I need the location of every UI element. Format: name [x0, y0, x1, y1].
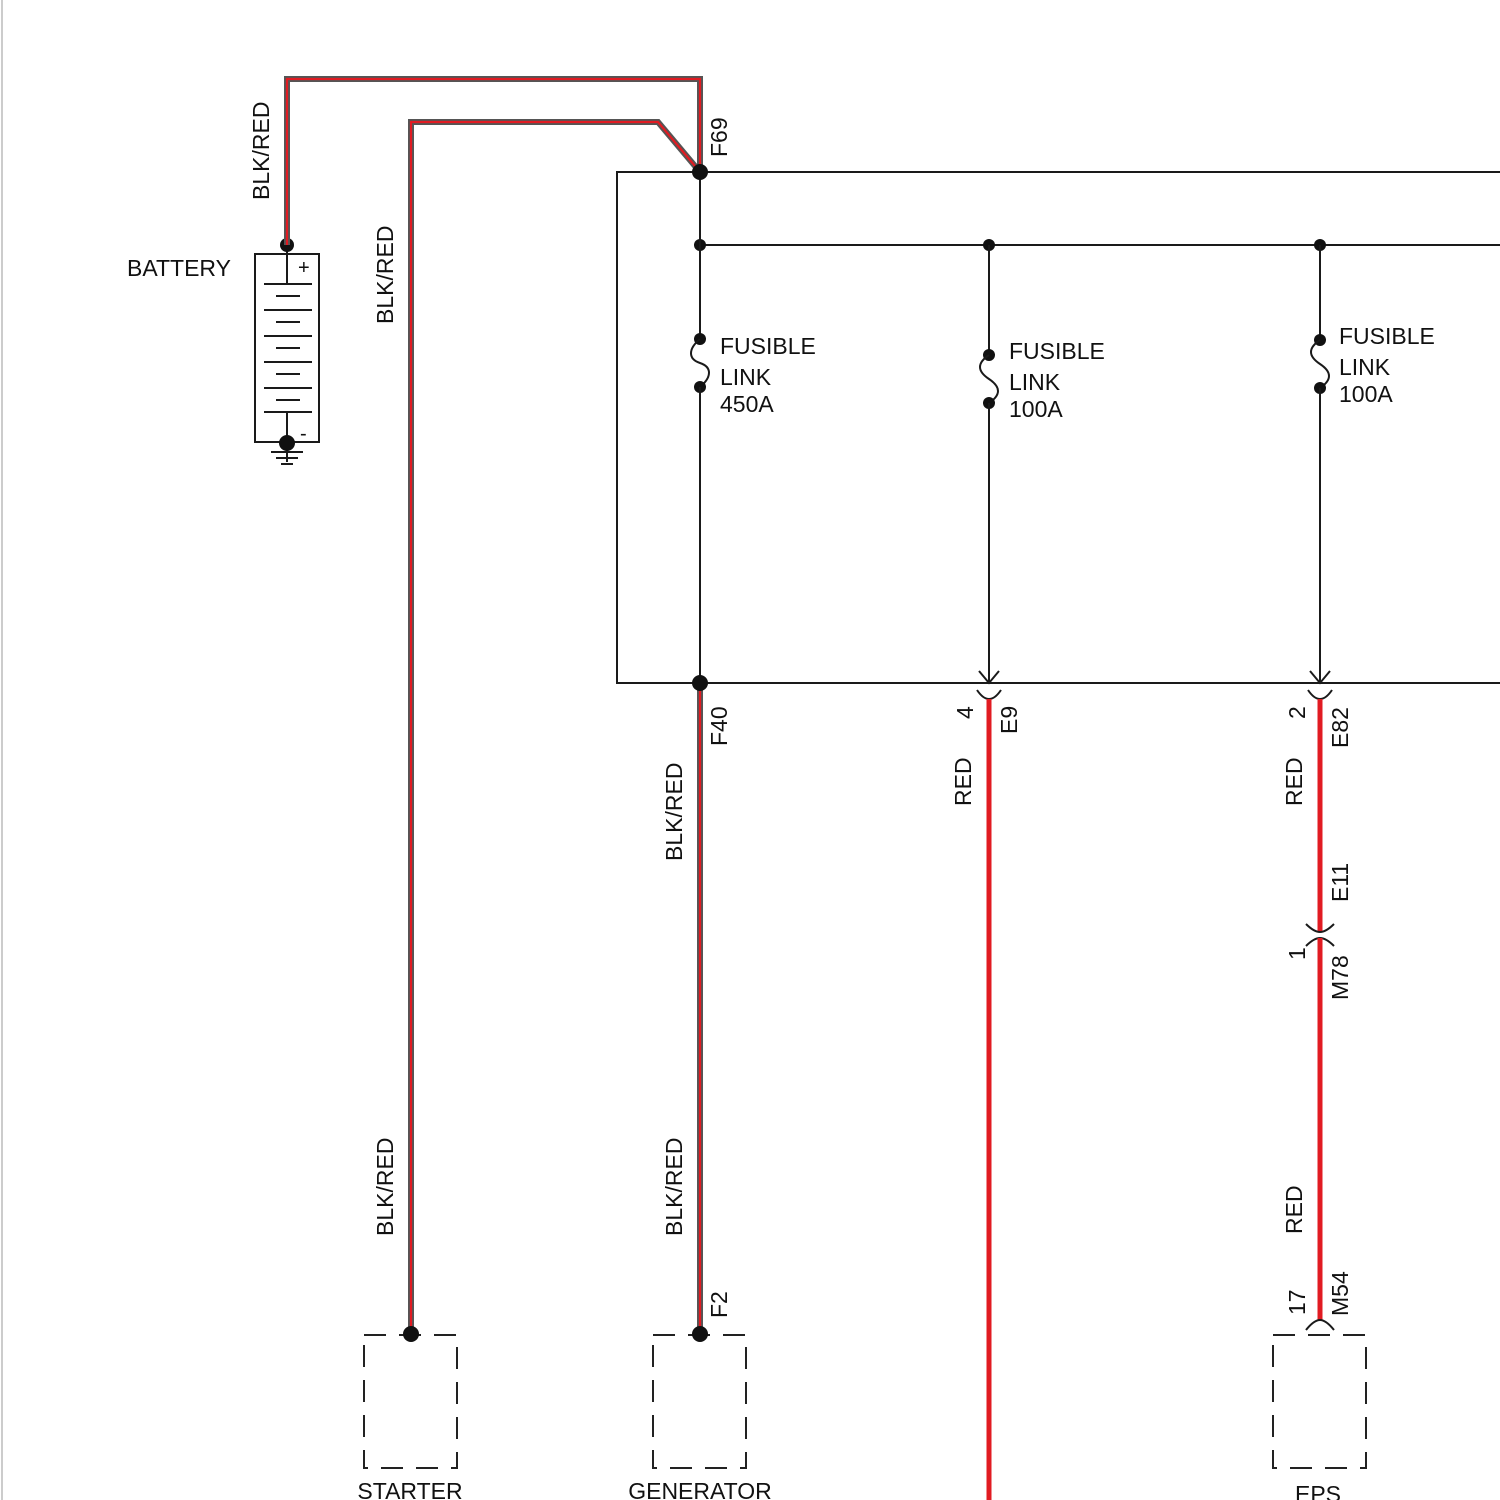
- e82-connector: [1308, 690, 1332, 699]
- e9-wire-color-label: RED: [950, 757, 976, 806]
- battery-label: BATTERY: [127, 255, 231, 281]
- f69-connector-label: F69: [706, 117, 732, 157]
- m54-connector-label: M54: [1327, 1271, 1353, 1316]
- fusible-link-100a-1: [979, 245, 999, 683]
- e82-connector-label: E82: [1327, 707, 1353, 748]
- fuse-2-line1: FUSIBLE: [1009, 338, 1105, 364]
- fuse-1-rating: 450A: [720, 391, 774, 417]
- fuse-1-line1: FUSIBLE: [720, 333, 816, 359]
- fuse-3-rating: 100A: [1339, 381, 1393, 407]
- starter-wire-color-label-upper: BLK/RED: [372, 226, 398, 324]
- m78-connector-label: M78: [1327, 955, 1353, 1000]
- fuse-3-line2: LINK: [1339, 354, 1391, 380]
- generator-label: GENERATOR: [628, 1478, 772, 1500]
- e11-connector-label: E11: [1327, 863, 1353, 902]
- eps-box: [1273, 1335, 1366, 1468]
- fuse-3-line1: FUSIBLE: [1339, 323, 1435, 349]
- battery-plus-sign: +: [298, 257, 310, 279]
- starter-label: STARTER: [357, 1478, 462, 1500]
- m78-pin-label: 1: [1284, 947, 1310, 960]
- starter-wire-color-label-lower: BLK/RED: [372, 1138, 398, 1236]
- e82-wire-color-label: RED: [1281, 757, 1307, 806]
- battery-minus-sign: -: [300, 423, 307, 445]
- fusible-link-100a-2: [1310, 245, 1330, 683]
- eps-label: EPS: [1295, 1481, 1341, 1500]
- starter-terminal-dot: [403, 1326, 419, 1342]
- starter-to-f69-wire: [411, 122, 700, 1334]
- generator-terminal-dot: [692, 1326, 708, 1342]
- generator-wire-color-label-lower: BLK/RED: [661, 1138, 687, 1236]
- f40-terminal-dot: [692, 675, 708, 691]
- f69-terminal-dot: [692, 164, 708, 180]
- fuse-1-line2: LINK: [720, 364, 772, 390]
- generator-wire-color-label-upper: BLK/RED: [661, 763, 687, 861]
- fuse-2-rating: 100A: [1009, 396, 1063, 422]
- m54-connector: [1306, 1320, 1334, 1330]
- battery-wire-color-label: BLK/RED: [248, 102, 274, 200]
- e9-connector-label: E9: [996, 706, 1022, 734]
- e82-pin-label: 2: [1284, 706, 1310, 719]
- fuse-box: [617, 172, 1500, 683]
- fuse-2-line2: LINK: [1009, 369, 1061, 395]
- generator-box: [653, 1335, 746, 1468]
- f40-connector-label: F40: [706, 706, 732, 746]
- e9-connector: [977, 690, 1001, 699]
- battery-to-f69-wire: [287, 79, 700, 245]
- e9-pin-label: 4: [952, 706, 978, 719]
- eps-wire-color-label: RED: [1281, 1185, 1307, 1234]
- m54-pin-label: 17: [1284, 1289, 1310, 1315]
- fusible-link-450a: [691, 172, 709, 683]
- f2-connector-label: F2: [706, 1291, 732, 1318]
- starter-box: [364, 1335, 457, 1468]
